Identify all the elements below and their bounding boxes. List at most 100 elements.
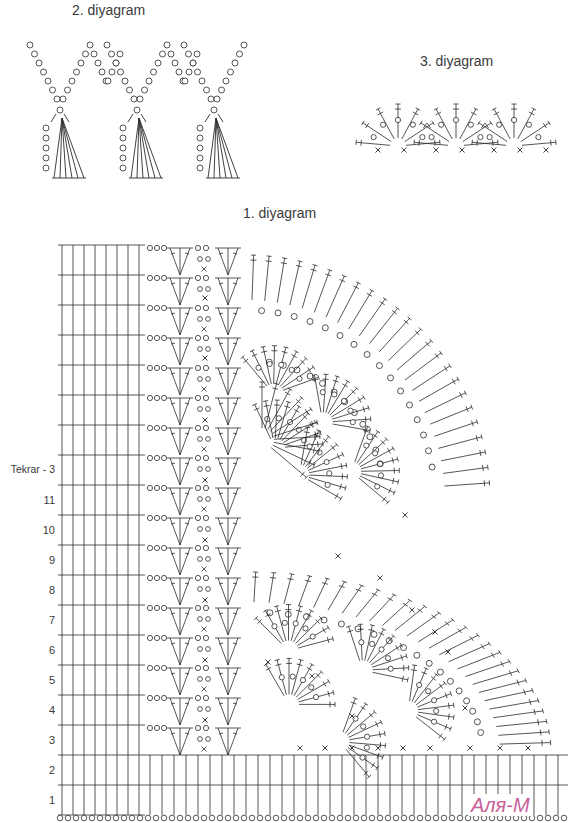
chain-stitch xyxy=(161,545,166,550)
stitch-fan xyxy=(301,427,347,501)
chain-stitch xyxy=(375,484,380,489)
chain-stitch xyxy=(203,455,208,460)
chain-stitch xyxy=(95,60,101,66)
row-number: 9 xyxy=(49,554,55,566)
stitch-fan xyxy=(355,426,400,505)
chain-stitch xyxy=(147,695,152,700)
chain-stitch xyxy=(197,145,203,151)
chain-stitch xyxy=(377,461,383,467)
chain-stitch xyxy=(147,395,152,400)
chain-stitch xyxy=(43,165,49,171)
row-number: 8 xyxy=(49,584,55,596)
chain-stitch xyxy=(105,815,111,821)
chain-stitch xyxy=(154,275,159,280)
chain-stitch xyxy=(290,674,295,679)
chain-stitch xyxy=(198,587,203,592)
chain-stitch xyxy=(300,678,305,683)
chain-stitch xyxy=(421,432,427,438)
chain-stitch xyxy=(161,425,166,430)
chain-stitch xyxy=(120,155,126,161)
chain-stitch xyxy=(121,815,127,821)
chain-stitch xyxy=(153,815,159,821)
chain-stitch xyxy=(426,660,432,666)
chain-stitch xyxy=(120,145,126,151)
chain-stitch xyxy=(54,96,60,102)
chain-stitch xyxy=(425,815,431,821)
chain-stitch xyxy=(388,666,393,671)
chain-stitch xyxy=(32,51,38,57)
chain-stitch xyxy=(198,317,203,322)
chain-stitch xyxy=(204,87,210,93)
chain-stitch xyxy=(353,716,358,721)
chain-stitch xyxy=(225,815,231,821)
chain-stitch xyxy=(198,707,203,712)
chain-stitch xyxy=(332,392,337,397)
chain-stitch xyxy=(120,165,126,171)
chain-stitch xyxy=(307,319,313,325)
chain-stitch xyxy=(168,51,174,57)
chain-stitch xyxy=(203,335,208,340)
chain-stitch xyxy=(193,815,199,821)
chain-stitch xyxy=(41,69,47,75)
chain-stitch xyxy=(367,434,373,440)
chain-stitch xyxy=(104,42,110,48)
chain-stitch xyxy=(553,815,559,821)
chain-stitch xyxy=(341,398,346,403)
chain-stitch xyxy=(373,451,378,456)
chain-stitch xyxy=(161,665,166,670)
chain-stitch xyxy=(195,635,200,640)
chain-stitch xyxy=(410,122,415,127)
chain-stitch xyxy=(120,135,126,141)
chain-stitch xyxy=(131,96,137,102)
chain-stitch xyxy=(97,815,103,821)
chain-stitch xyxy=(154,545,159,550)
chain-stitch xyxy=(457,815,463,821)
chain-stitch xyxy=(195,515,200,520)
chain-stitch xyxy=(151,69,157,75)
chain-stitch xyxy=(355,626,361,632)
chain-stitch xyxy=(198,347,203,352)
chain-stitch xyxy=(161,485,166,490)
chain-stitch xyxy=(353,815,359,821)
chain-stitch xyxy=(74,69,80,75)
chain-stitch xyxy=(487,135,492,140)
chain-stitch xyxy=(161,335,166,340)
stitch-fan xyxy=(312,374,371,433)
chain-stitch xyxy=(129,815,135,821)
chain-stitch xyxy=(275,310,281,316)
chain-stitch xyxy=(147,575,152,580)
chain-stitch xyxy=(154,455,159,460)
chain-stitch xyxy=(282,620,287,625)
chain-stitch xyxy=(137,815,143,821)
chain-stitch xyxy=(214,96,220,102)
chain-stitch xyxy=(154,485,159,490)
chain-stitch xyxy=(161,455,166,460)
single-crochet-mark xyxy=(203,296,531,751)
chain-stitch xyxy=(154,635,159,640)
chain-stitch xyxy=(360,755,365,760)
chain-stitch xyxy=(147,245,152,250)
chain-stitch xyxy=(154,575,159,580)
row-number: 6 xyxy=(49,644,55,656)
chain-stitch xyxy=(279,675,284,680)
chain-stitch xyxy=(289,815,295,821)
chain-stitch xyxy=(433,815,439,821)
chain-stitch xyxy=(142,87,148,93)
chain-stitch xyxy=(385,656,390,661)
chain-stitch xyxy=(265,815,271,821)
chain-stitch xyxy=(206,257,211,262)
chain-stitch xyxy=(185,815,191,821)
chain-stitch xyxy=(351,341,357,347)
chain-stitch xyxy=(322,325,328,331)
double-crochet-grid xyxy=(58,245,568,815)
chain-stitch xyxy=(198,557,203,562)
chain-stitch xyxy=(199,78,205,84)
chain-stitch xyxy=(379,647,384,652)
chain-stitch xyxy=(376,363,382,369)
chain-stitch xyxy=(176,69,182,75)
chain-stitch xyxy=(206,737,211,742)
chain-stitch xyxy=(198,737,203,742)
chain-stitch xyxy=(195,605,200,610)
chain-stitch xyxy=(198,257,203,262)
chain-stitch xyxy=(177,815,183,821)
